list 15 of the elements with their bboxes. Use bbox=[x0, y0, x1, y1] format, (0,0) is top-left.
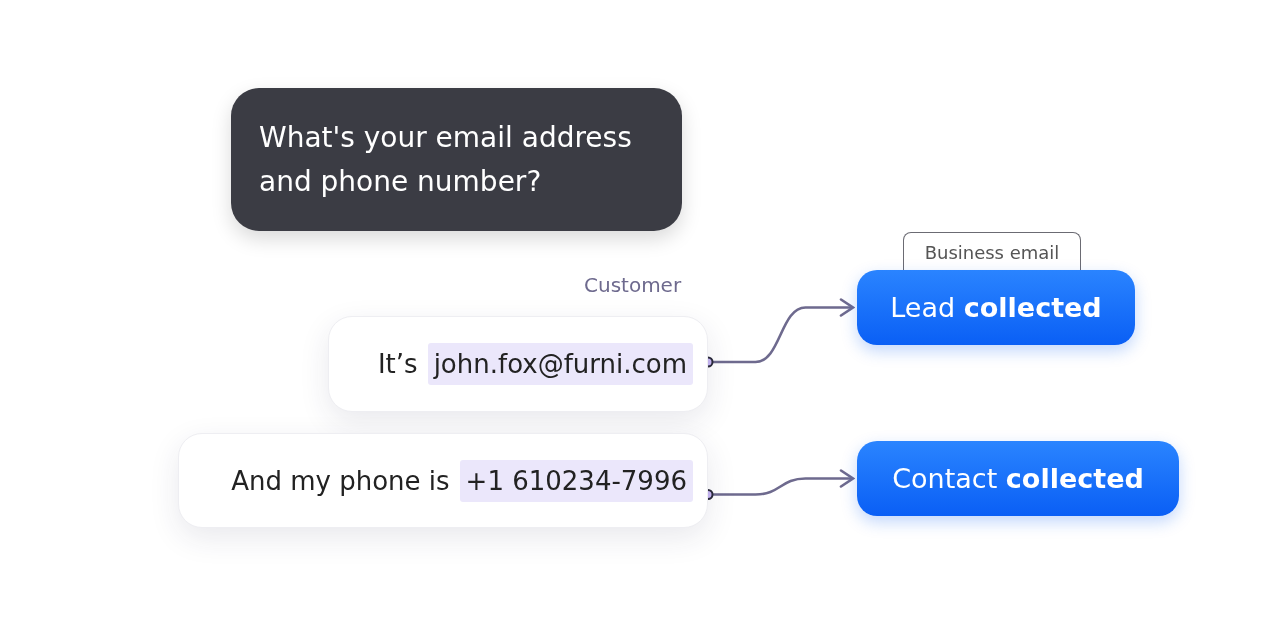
message-text: And my phone is bbox=[231, 465, 450, 496]
badge-text: Contact collected bbox=[892, 463, 1144, 494]
highlighted-entity: +1 610234-7996 bbox=[459, 459, 693, 502]
badge-text: Lead collected bbox=[890, 292, 1102, 323]
tag-label bbox=[903, 232, 1081, 272]
chat-bubble bbox=[328, 316, 708, 412]
status-badge bbox=[857, 441, 1179, 516]
status-badge bbox=[857, 270, 1135, 345]
sender-label: Customer bbox=[584, 273, 682, 297]
chat-bubble bbox=[231, 88, 682, 231]
label-text: Business email bbox=[924, 242, 1060, 263]
message-text: It’s bbox=[377, 349, 418, 379]
highlighted-entity: john.fox@furni.com bbox=[427, 343, 693, 385]
label-text: What's your email address and phone number? bbox=[259, 119, 633, 200]
chat-bubble bbox=[178, 433, 708, 528]
